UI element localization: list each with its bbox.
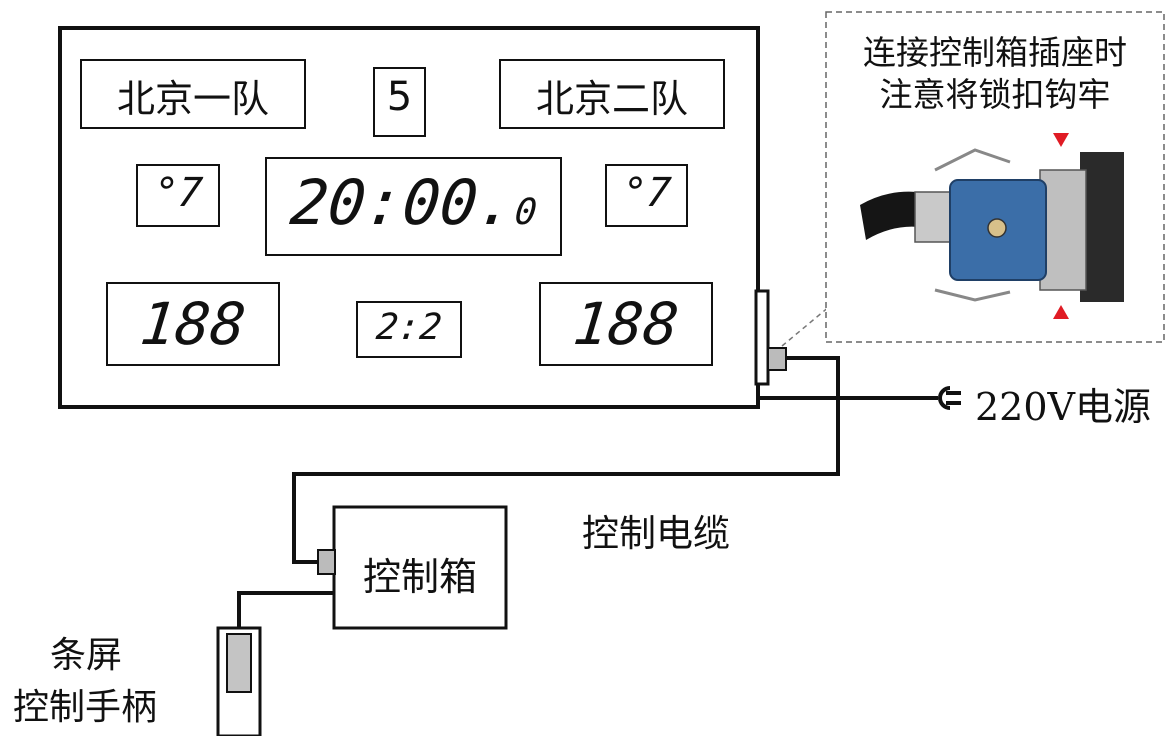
right-small-display: °7 [619, 170, 673, 216]
middle-score-panel [356, 301, 462, 358]
control-box-plug [317, 549, 336, 575]
scoreboard-frame [58, 26, 760, 409]
handle-label-line-2: 控制手柄 [13, 687, 158, 728]
left-small-panel [136, 164, 220, 227]
handle-cable-line [237, 591, 334, 628]
left-small-display: °7 [151, 170, 205, 216]
clock-panel [265, 157, 562, 256]
marker-top-icon [1053, 133, 1069, 147]
callout-line-1: 连接控制箱插座时 [863, 33, 1127, 72]
cable-label: 控制电缆 [582, 512, 730, 555]
team-right-panel [499, 59, 725, 129]
control-box [332, 505, 508, 630]
team-left-panel [80, 59, 306, 129]
control-handle-pad [226, 633, 252, 693]
control-box-label: 控制箱 [362, 555, 477, 599]
score-left-display: 188 [137, 290, 249, 358]
scoreboard-plug [767, 347, 787, 371]
team-right-name: 北京二队 [535, 77, 688, 121]
clock-display: 20:00.0 [266, 166, 561, 239]
period-number: 5 [386, 74, 413, 120]
power-label: 220V电源 [975, 385, 1151, 429]
right-small-panel [605, 164, 688, 227]
control-cable-line [292, 356, 840, 564]
handle-label-line-1: 条屏 [50, 635, 123, 676]
score-right-panel [539, 282, 713, 366]
middle-score-display: 2:2 [374, 307, 444, 348]
clock-main: 20:00. [286, 166, 519, 239]
marker-bottom-icon [1053, 305, 1069, 319]
score-right-display: 188 [570, 290, 682, 358]
scoreboard-side-socket [754, 289, 770, 386]
period-panel [373, 67, 426, 137]
team-left-name: 北京一队 [116, 77, 269, 121]
power-plug-icon [938, 386, 961, 410]
callout-line-2: 注意将锁扣钩牢 [879, 75, 1111, 114]
connector-photo [860, 148, 1124, 302]
callout-leader [781, 305, 831, 347]
clock-tenth: 0 [512, 192, 539, 233]
score-left-panel [106, 282, 280, 366]
